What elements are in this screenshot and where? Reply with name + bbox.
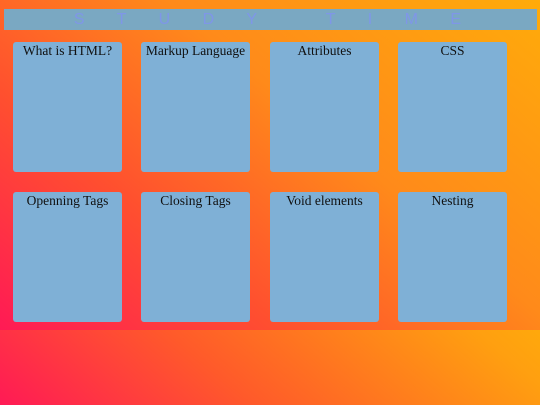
card-title: Nesting	[431, 193, 474, 208]
content-area: S T U D Y T I M E What is HTML? Markup L…	[0, 0, 540, 330]
card-css[interactable]: CSS	[398, 42, 507, 172]
card-void-elements[interactable]: Void elements	[270, 192, 379, 322]
card-attributes[interactable]: Attributes	[270, 42, 379, 172]
page-title: S T U D Y T I M E	[73, 10, 476, 28]
card-title: What is HTML?	[22, 43, 113, 58]
card-title: Markup Language	[145, 43, 246, 58]
card-title: Void elements	[286, 193, 363, 208]
card-opening-tags[interactable]: Openning Tags	[13, 192, 122, 322]
card-title: Closing Tags	[160, 193, 231, 208]
card-closing-tags[interactable]: Closing Tags	[141, 192, 250, 322]
card-nesting[interactable]: Nesting	[398, 192, 507, 322]
card-title: Openning Tags	[26, 193, 109, 208]
card-what-is-html[interactable]: What is HTML?	[13, 42, 122, 172]
card-markup-language[interactable]: Markup Language	[141, 42, 250, 172]
card-title: Attributes	[297, 43, 352, 58]
page-header: S T U D Y T I M E	[4, 9, 537, 30]
card-title: CSS	[440, 43, 465, 58]
